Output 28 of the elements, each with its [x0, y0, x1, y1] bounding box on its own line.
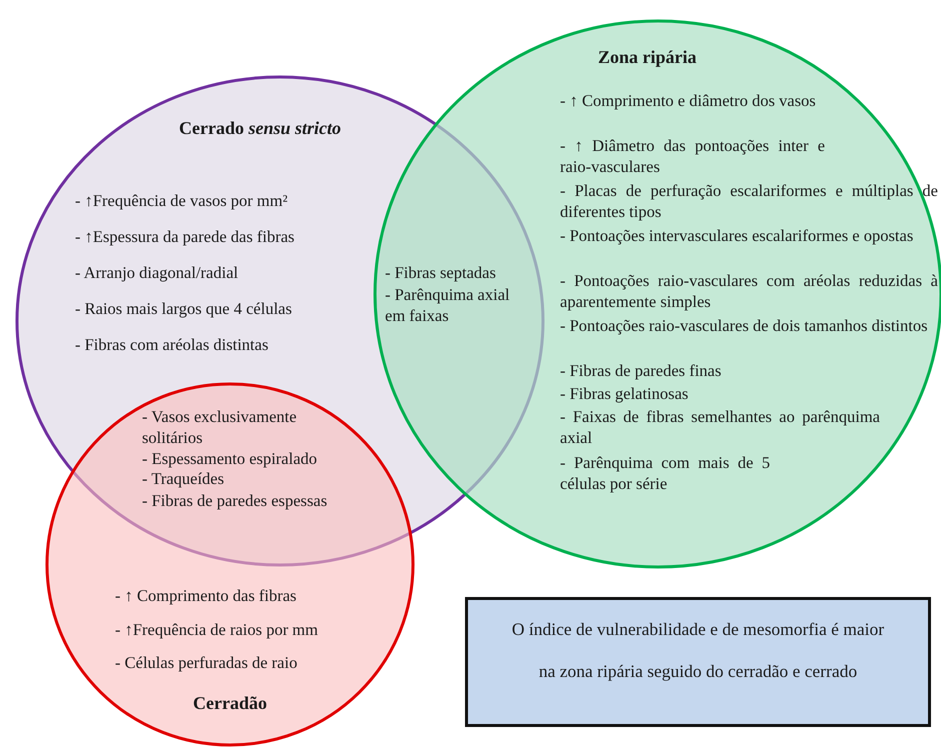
trait-item: - Pontoações raio-vasculares com aréolas reduzidas à aparentemente simples	[560, 270, 938, 312]
trait-item: - ↑Frequência de raios por mm	[115, 619, 319, 640]
trait-item: - Pontoações raio-vasculares de dois tamanhos distintos	[560, 315, 929, 336]
trait-item: - Arranjo diagonal/radial	[75, 262, 240, 283]
trait-item: - ↑ Comprimento e diâmetro dos vasos	[560, 90, 817, 111]
shared-trait-item: - Vasos exclusivamente solitários	[142, 406, 298, 448]
shared-trait-item: - Fibras de paredes espessas	[142, 490, 328, 511]
trait-item: - Raios mais largos que 4 células	[75, 298, 293, 319]
shared-trait-item: - Espessamento espiralado	[142, 448, 318, 469]
trait-item: - ↑Espessura da parede das fibras	[75, 226, 296, 247]
trait-item: - Pontoações intervasculares escalariformes e opostas	[560, 225, 914, 246]
trait-item: - Fibras de paredes finas	[560, 360, 722, 381]
trait-item: - ↑ Diâmetro das pontoações inter e raio-vasculares	[560, 135, 825, 177]
trait-item: - Fibras com aréolas distintas	[75, 334, 270, 355]
shared-trait-item: - Traqueídes	[142, 468, 226, 489]
shared-trait-item: - Parênquima axial em faixas	[385, 284, 511, 326]
trait-item: - Parênquima com mais de 5 células por série	[560, 452, 770, 494]
trait-item: - Células perfuradas de raio	[115, 652, 298, 673]
circle-title: Zona ripária	[598, 47, 698, 68]
shared-trait-item: - Fibras septadas	[385, 262, 497, 283]
trait-item: - Faixas de fibras semelhantes ao parênquima axial	[560, 406, 880, 448]
circle-title: Cerrado sensu stricto	[178, 118, 342, 139]
trait-item: - Placas de perfuração escalariformes e múltiplas de diferentes tipos	[560, 180, 938, 222]
trait-item: - ↑Frequência de vasos por mm²	[75, 190, 289, 211]
circle-title: Cerradão	[192, 693, 268, 714]
trait-item: - ↑ Comprimento das fibras	[115, 585, 298, 606]
trait-item: - Fibras gelatinosas	[560, 383, 690, 404]
summary-box: O índice de vulnerabilidade e de mesomorfia é maior na zona ripária seguido do cerradão e cerrado	[465, 597, 931, 727]
